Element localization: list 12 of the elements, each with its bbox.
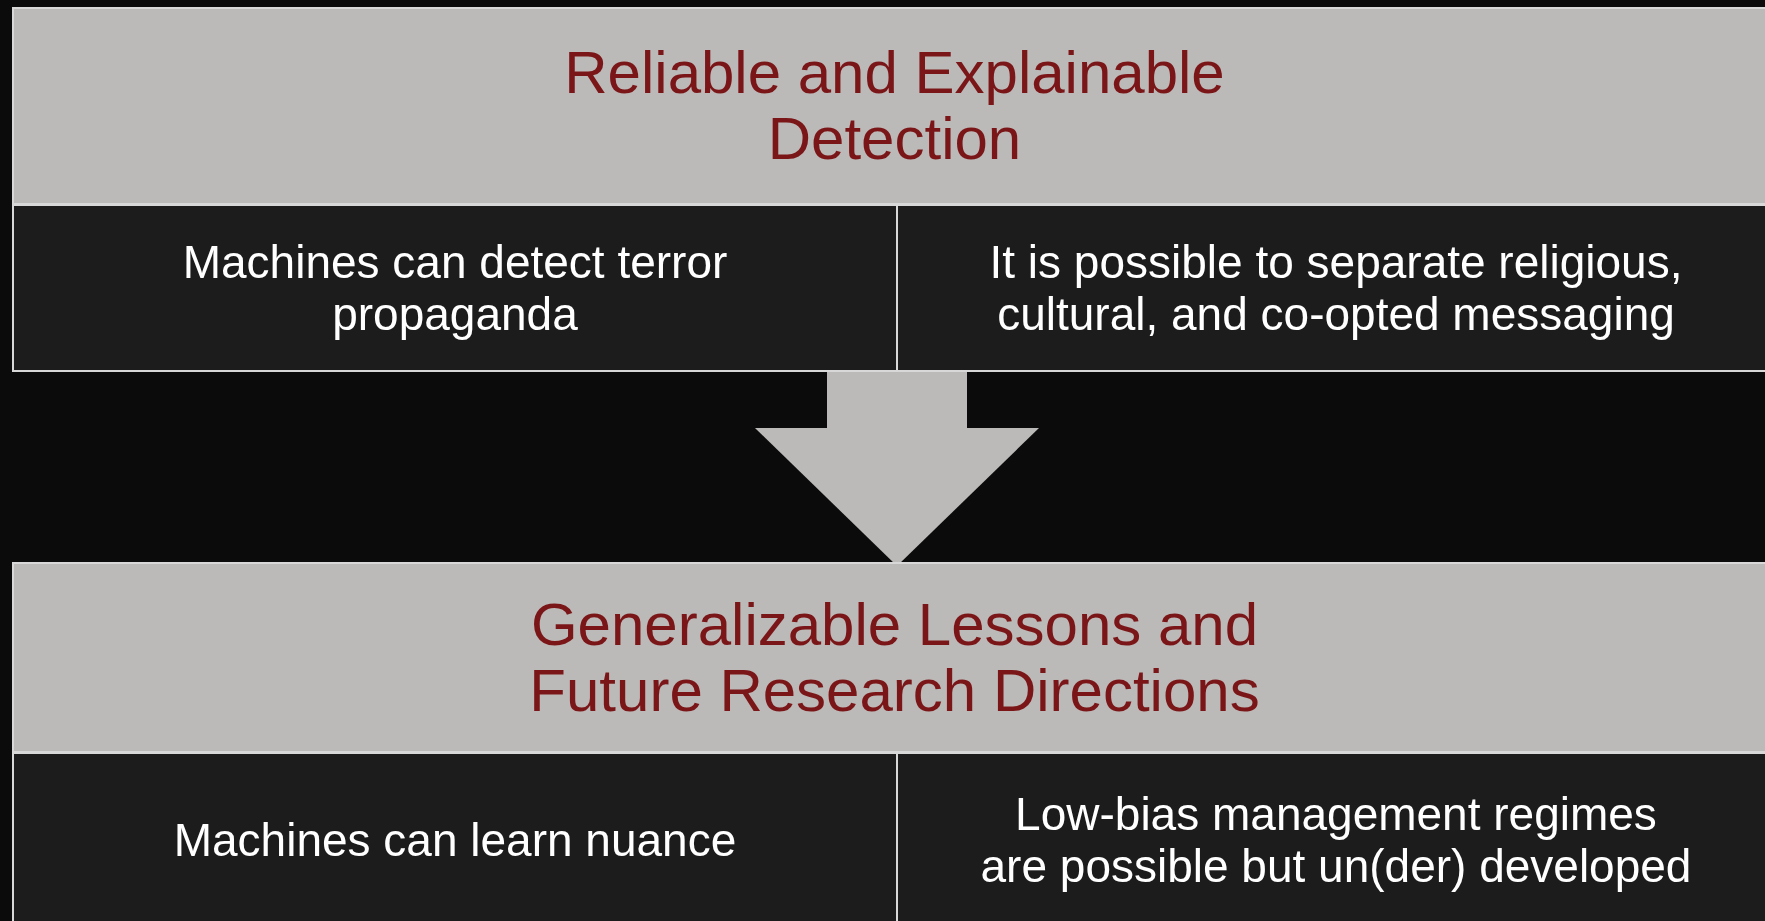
heading-text: Generalizable Lessons and Future Research Directions — [528, 591, 1261, 724]
body-text: Machines can detect terror propaganda — [181, 236, 729, 340]
content-box — [12, 752, 898, 921]
content-box — [12, 204, 898, 372]
content-box — [896, 752, 1765, 921]
body-text: Low-bias management regimes are possible but un(der) developed — [979, 787, 1693, 892]
header-band — [12, 562, 1765, 753]
body-text: Machines can learn nuance — [172, 813, 738, 866]
content-box — [896, 204, 1765, 372]
header-band — [12, 7, 1765, 205]
body-text: It is possible to separate religious, cultural, and co-opted messaging — [988, 236, 1684, 340]
heading-text: Reliable and Explainable Detection — [563, 40, 1226, 172]
